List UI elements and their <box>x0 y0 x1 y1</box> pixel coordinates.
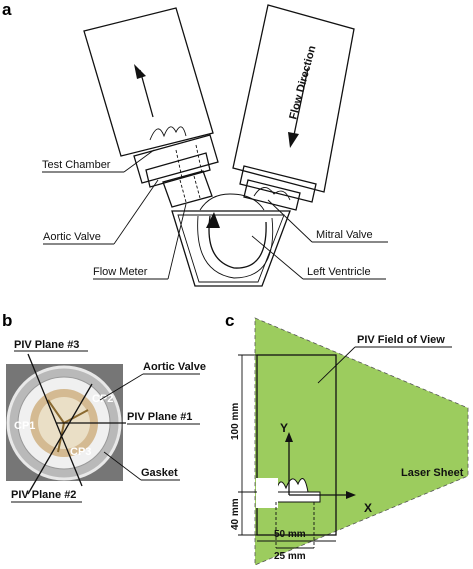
panel-a-letter: a <box>2 0 12 19</box>
flow-meter <box>162 170 213 208</box>
dim-25mm: 25 mm <box>274 551 306 562</box>
dim-50mm: 50 mm <box>274 529 306 540</box>
cp2-label: CP2 <box>92 393 113 405</box>
dim-40mm: 40 mm <box>230 498 241 530</box>
aortic-valve-label-b: Aortic Valve <box>143 361 206 373</box>
piv-field-of-view-label: PIV Field of View <box>357 334 445 346</box>
left-ventricle-label: Left Ventricle <box>307 266 371 278</box>
panel-c-letter: c <box>225 311 234 330</box>
left-ventricle <box>171 193 291 287</box>
cp3-label: CP3 <box>70 446 91 458</box>
dim-100mm: 100 mm <box>230 403 241 440</box>
flow-meter-label: Flow Meter <box>93 266 148 278</box>
laser-sheet-region <box>254 317 469 566</box>
valve-shape-c <box>256 478 321 508</box>
laser-sheet-label: Laser Sheet <box>401 467 464 479</box>
test-chamber-right: Flow Direction <box>232 4 355 193</box>
test-chamber-left <box>83 7 214 157</box>
panel-b-letter: b <box>2 311 12 330</box>
y-axis-label: Y <box>280 421 288 435</box>
piv-field-of-view-box <box>256 354 337 536</box>
mitral-valve-label: Mitral Valve <box>316 229 373 241</box>
aortic-valve-label-a: Aortic Valve <box>43 231 101 243</box>
mitral-valve-housing <box>239 165 317 211</box>
aortic-valve-housing <box>133 134 219 188</box>
cp1-label: CP1 <box>14 420 35 432</box>
flow-direction-label: Flow Direction <box>287 44 318 121</box>
piv-plane-1-label: PIV Plane #1 <box>127 411 192 423</box>
piv-plane-3-label: PIV Plane #3 <box>14 339 79 351</box>
piv-plane-2-label: PIV Plane #2 <box>11 489 76 501</box>
gasket-label: Gasket <box>141 467 178 479</box>
test-chamber-label: Test Chamber <box>42 159 111 171</box>
x-axis-label: X <box>364 501 372 515</box>
